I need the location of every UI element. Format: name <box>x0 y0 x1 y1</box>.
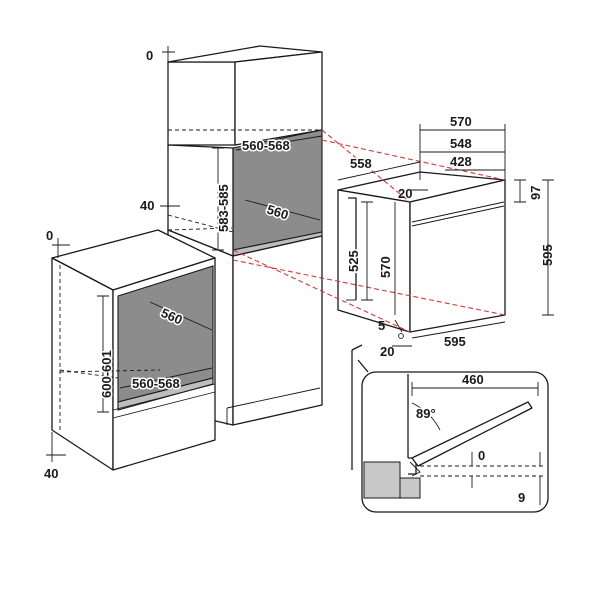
under-cabinet <box>51 229 216 471</box>
label-tall-niche-height: 583-585 <box>216 184 231 232</box>
label-tall-top-offset: 0 <box>146 48 153 63</box>
label-oven-width-top: 570 <box>450 114 472 129</box>
label-under-niche-width: 560-568 <box>132 376 180 391</box>
dimension-labels: 0 560-568 583-585 560 40 0 600-601 560 5… <box>44 48 555 505</box>
label-tall-niche-width: 560-568 <box>242 138 290 153</box>
door-detail <box>351 344 549 513</box>
label-tall-side-offset: 40 <box>140 198 154 213</box>
projection-lines <box>232 129 506 333</box>
label-oven-panel-height: 97 <box>528 186 543 200</box>
label-door-gap-bottom: 9 <box>518 490 525 505</box>
label-oven-width-bottom: 595 <box>444 334 466 349</box>
label-oven-width-inner: 428 <box>450 154 472 169</box>
label-oven-body-height: 525 <box>346 250 361 272</box>
label-door-angle: 89° <box>416 406 436 421</box>
label-door-gap-top: 0 <box>478 448 485 463</box>
label-under-top-offset: 0 <box>46 228 53 243</box>
label-oven-bottom-offset: 5 <box>378 318 385 333</box>
label-under-bottom-offset: 40 <box>44 466 58 481</box>
label-oven-total-height: 595 <box>540 244 555 266</box>
label-oven-inner-height: 570 <box>378 256 393 278</box>
label-oven-depth: 558 <box>350 156 372 171</box>
label-oven-front-offset: 20 <box>398 186 412 201</box>
label-under-niche-height: 600-601 <box>99 350 114 398</box>
label-oven-width-mid: 548 <box>450 136 472 151</box>
label-oven-side-offset: 20 <box>380 344 394 359</box>
dimension-lines <box>46 46 554 462</box>
oven-unit <box>337 171 506 333</box>
label-door-depth: 460 <box>462 372 484 387</box>
